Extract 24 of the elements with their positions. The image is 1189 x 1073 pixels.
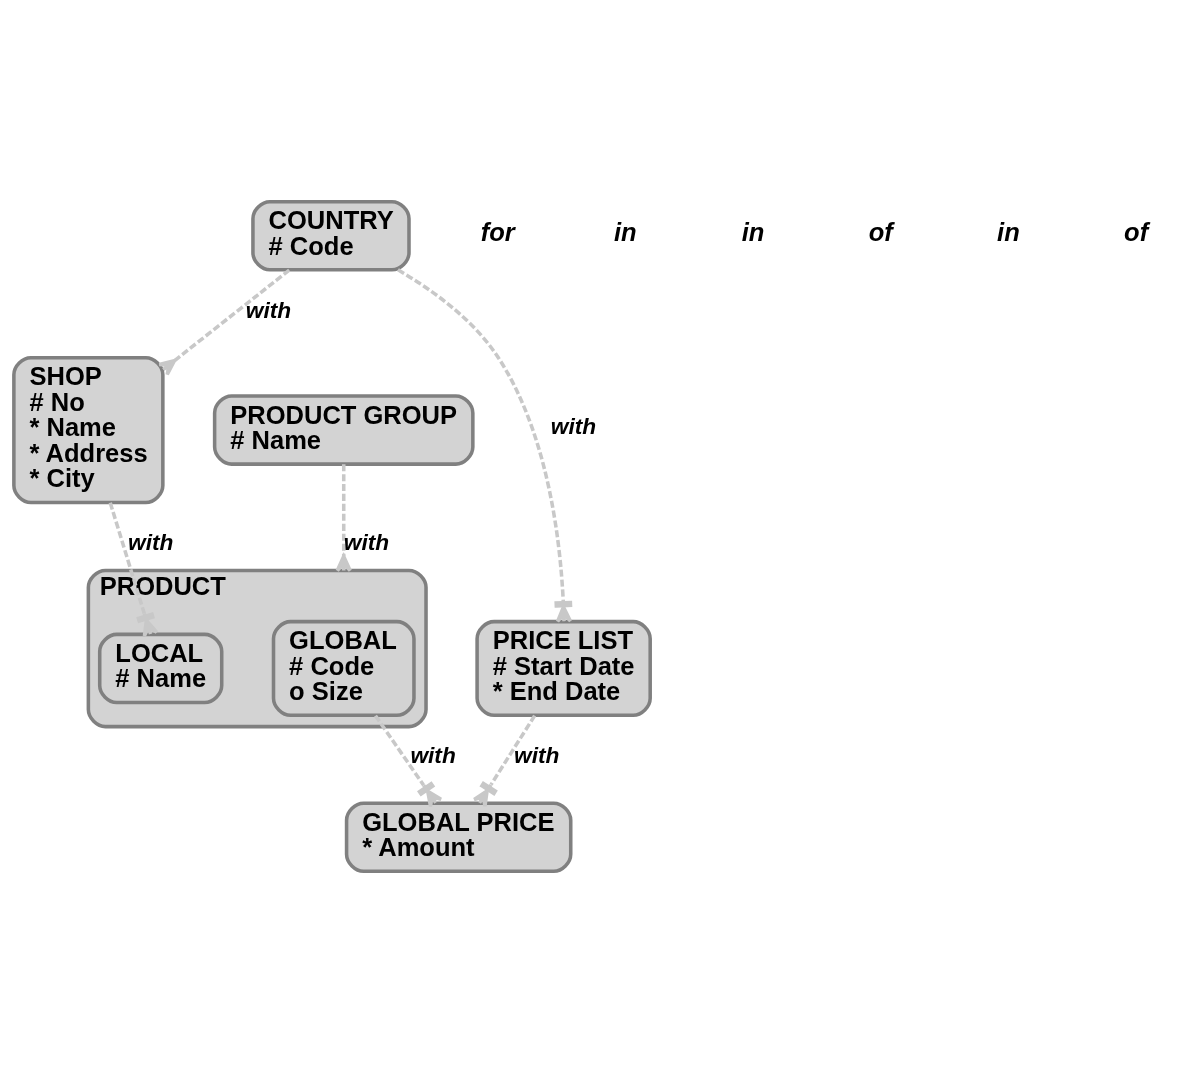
edge-label: with bbox=[410, 742, 456, 769]
connector bbox=[157, 268, 291, 377]
node-box: GLOBAL PRICE * Amount bbox=[344, 801, 573, 874]
connector bbox=[374, 714, 443, 809]
edge-label: with bbox=[513, 742, 560, 769]
node-box: PRICE LIST # Start Date * End Date bbox=[475, 619, 652, 718]
node-box: GLOBAL # Code o Size bbox=[271, 619, 416, 718]
connector bbox=[472, 714, 537, 809]
label: in bbox=[741, 217, 765, 246]
label: of bbox=[1124, 217, 1149, 246]
label: of bbox=[868, 217, 893, 246]
edge-label: with bbox=[245, 296, 292, 323]
connector bbox=[335, 464, 352, 573]
node-box: COUNTRY # Code bbox=[251, 199, 411, 272]
connector bbox=[397, 268, 573, 624]
node-box: LOCAL # Name bbox=[97, 632, 224, 705]
label: in bbox=[997, 217, 1020, 246]
edge-label: with bbox=[550, 413, 597, 440]
edge-label: with bbox=[343, 529, 390, 556]
label: in bbox=[614, 217, 637, 246]
node-box: PRODUCT GROUP # Name bbox=[212, 394, 475, 466]
edge-label: with bbox=[128, 529, 174, 556]
label: for bbox=[480, 217, 515, 246]
node-box: SHOP # No * Name * Address * City bbox=[12, 355, 165, 505]
